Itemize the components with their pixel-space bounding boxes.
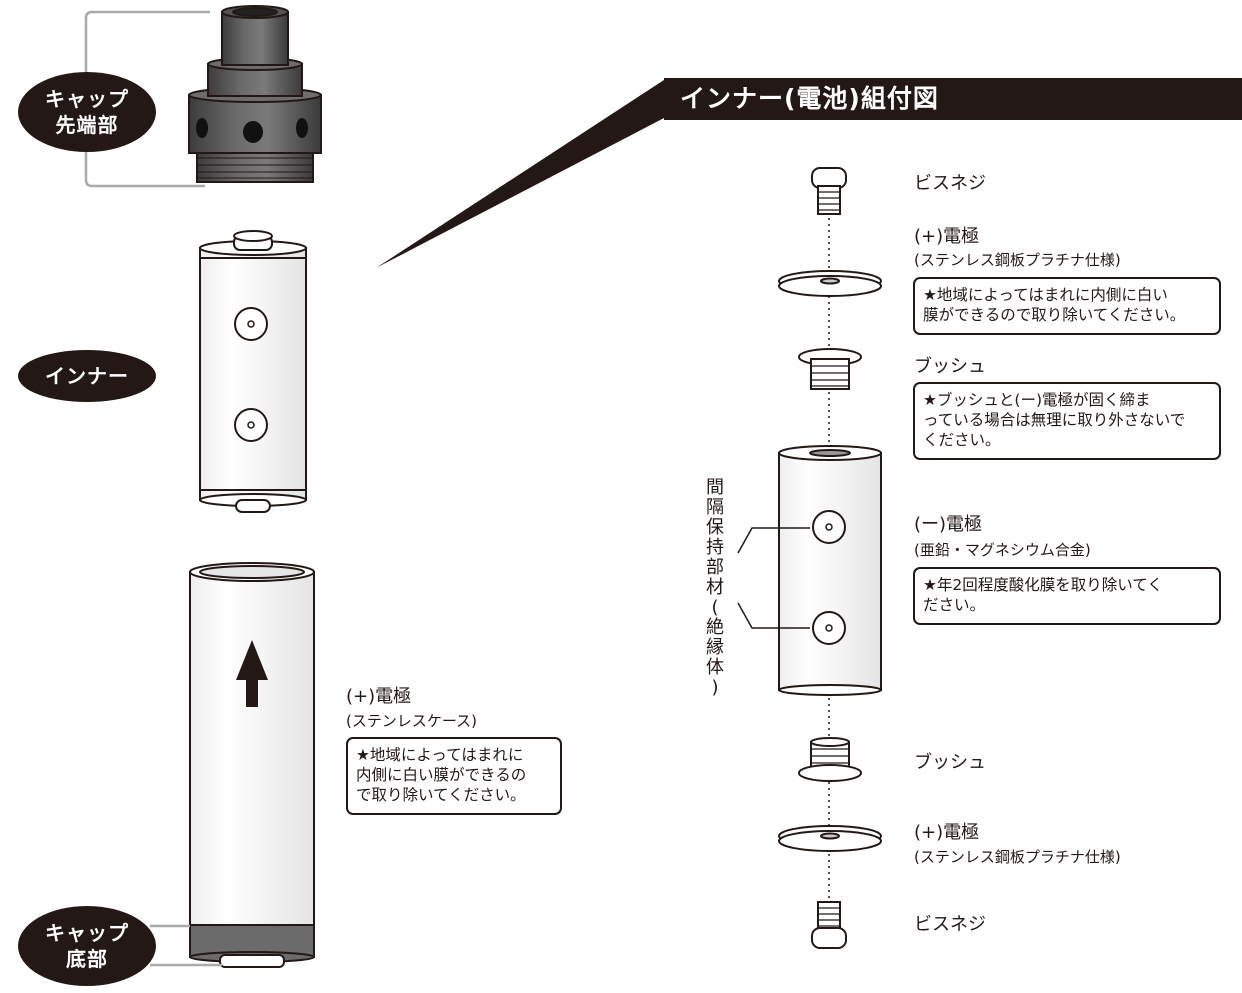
cap-bottom-bracket bbox=[150, 924, 222, 967]
cap-bottom-label: キャップ底部 bbox=[18, 906, 156, 986]
bush-note: ★ブッシュと(ー)電極が固く締まっている場合は無理に取り外さないでください。 bbox=[913, 382, 1221, 460]
bush-top-label: ブッシュ bbox=[914, 356, 986, 377]
stainless-case-part bbox=[189, 562, 315, 968]
plus-electrode-bottom-label: (+)電極 bbox=[914, 822, 980, 843]
cap-tip-bracket bbox=[84, 10, 210, 188]
screw-top-label: ビスネジ bbox=[914, 173, 986, 194]
plus-electrode-top-sublabel: (ステンレス鋼板プラチナ仕様) bbox=[914, 251, 1121, 269]
minus-electrode-sublabel: (亜鉛・マグネシウム合金) bbox=[914, 541, 1091, 559]
inner-part bbox=[199, 230, 307, 513]
arrow-up-icon bbox=[236, 640, 268, 707]
exploded-view bbox=[737, 167, 882, 949]
cap-tip-label: キャップ先端部 bbox=[18, 72, 156, 152]
case-electrode-label: (+)電極 bbox=[346, 686, 412, 707]
callout-wedge bbox=[376, 80, 664, 268]
spacer-vertical-label: 間隔保持部材(絶縁体) bbox=[706, 477, 724, 698]
case-electrode-sublabel: (ステンレスケース) bbox=[346, 712, 477, 730]
minus-electrode-label: (ー)電極 bbox=[914, 514, 983, 535]
plus-electrode-note: ★地域によってはまれに内側に白い膜ができるので取り除いてください。 bbox=[913, 277, 1221, 335]
screw-bottom-label: ビスネジ bbox=[914, 914, 986, 935]
diagram-title: インナー(電池)組付図 bbox=[664, 78, 1242, 120]
plus-electrode-bottom-sublabel: (ステンレス鋼板プラチナ仕様) bbox=[914, 848, 1121, 866]
bush-bottom-label: ブッシュ bbox=[914, 752, 986, 773]
minus-electrode-note: ★年2回程度酸化膜を取り除いてください。 bbox=[913, 567, 1221, 625]
cap-tip-part bbox=[188, 5, 322, 183]
inner-label: インナー bbox=[18, 350, 156, 402]
case-note: ★地域によってはまれに内側に白い膜ができるので取り除いてください。 bbox=[346, 737, 562, 815]
plus-electrode-top-label: (+)電極 bbox=[914, 226, 980, 247]
